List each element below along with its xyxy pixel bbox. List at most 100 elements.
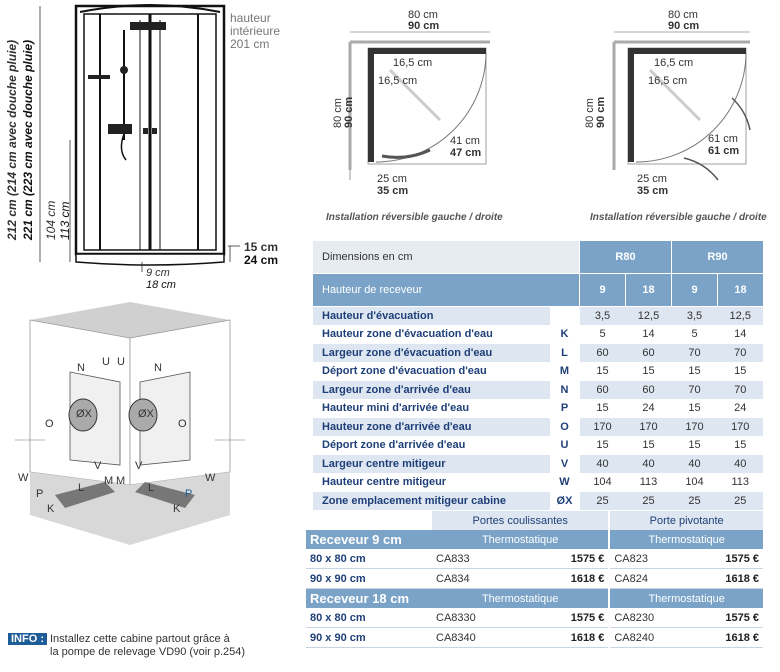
wall-letter-p2: P — [185, 488, 193, 500]
dims-row-value: 70 — [717, 380, 763, 400]
plan-left-d90: 90 cm — [343, 96, 355, 128]
wall-letter-k1: K — [47, 503, 55, 515]
plan-left-caption: Installation réversible gauche / droite — [326, 212, 503, 223]
price-row-code2: CA823 — [608, 549, 693, 569]
plan-left-drawing — [348, 31, 490, 180]
dims-row-value: 113 — [717, 473, 763, 492]
wall-installation-diagram — [15, 302, 245, 545]
price-row-price2: 1575 € — [692, 608, 763, 628]
interior-height-line2: intérieure — [230, 24, 281, 38]
dims-row-value: 3,5 — [671, 306, 718, 326]
price-section-title: Receveur 18 cm — [306, 588, 432, 608]
price-section-sub1: Thermostatique — [432, 588, 610, 608]
dims-row-value: 40 — [579, 454, 626, 474]
dims-row-value: 15 — [625, 362, 672, 381]
plan-left-door41: 41 cm — [450, 135, 480, 147]
dims-row-value: 170 — [717, 417, 763, 437]
price-col-pivot: Porte pivotante — [608, 511, 763, 530]
dims-row-label: Hauteur mini d'arrivée d'eau — [313, 399, 550, 418]
dims-row-value: 170 — [579, 417, 626, 437]
dims-row-value: 25 — [717, 491, 763, 511]
dims-receveur-value: 18 — [625, 273, 672, 307]
dims-row-letter: N — [549, 380, 580, 400]
dims-row-value: 15 — [625, 436, 672, 455]
wall-letter-m1: M — [104, 475, 114, 487]
dims-row-value: 60 — [625, 343, 672, 363]
dims-row-label: Largeur zone d'évacuation d'eau — [313, 343, 550, 363]
price-col-sliding: Portes coulissantes — [432, 511, 610, 530]
dims-row-letter: K — [549, 325, 580, 344]
dims-row-label: Déport zone d'arrivée d'eau — [313, 436, 550, 455]
dimensions-table: Dimensions en cm R80 R90 Hauteur de rece… — [313, 241, 763, 511]
wall-letter-m2: M — [116, 475, 126, 487]
dims-receveur-value: 18 — [717, 273, 763, 307]
dims-row-label: Déport zone d'évacuation d'eau — [313, 362, 550, 381]
interior-height-line1: hauteur — [230, 11, 271, 25]
drain-18-label: 18 cm — [146, 279, 176, 291]
interior-height-line3: 201 cm — [230, 37, 270, 51]
plan-left-door47: 47 cm — [450, 147, 482, 159]
base-15-label: 15 cm — [244, 240, 279, 254]
dims-row-value: 15 — [671, 399, 718, 418]
dims-row-value: 70 — [717, 343, 763, 363]
wall-letter-ox1: ØX — [76, 408, 92, 420]
price-row-size: 80 x 80 cm — [306, 608, 432, 628]
dims-row-letter: O — [549, 417, 580, 437]
dims-row-value: 70 — [671, 380, 718, 400]
plan-right-door61b: 61 cm — [708, 145, 740, 157]
wall-letter-n1: N — [77, 362, 85, 374]
dims-row-label: Largeur centre mitigeur — [313, 454, 550, 474]
plan-right-w80: 80 cm — [668, 9, 698, 21]
dims-row-value: 25 — [671, 491, 718, 511]
plan-left-w80: 80 cm — [408, 9, 438, 21]
height-104-label: 104 cm — [44, 200, 58, 240]
plan-right-b35: 35 cm — [637, 185, 669, 197]
price-row-size: 80 x 80 cm — [306, 549, 432, 569]
dims-row-label: Hauteur zone d'arrivée d'eau — [313, 417, 550, 437]
plan-right-drawing — [612, 31, 751, 181]
dims-row-value: 3,5 — [579, 306, 626, 326]
plan-right-d90: 90 cm — [595, 96, 607, 128]
wall-letter-l1: L — [78, 482, 85, 494]
dims-row-value: 15 — [579, 362, 626, 381]
dims-row-letter: L — [549, 343, 580, 363]
price-row-code2: CA824 — [608, 568, 693, 589]
dims-receveur-value: 9 — [579, 273, 626, 307]
wall-letter-v1: V — [94, 460, 102, 472]
plan-left-w90: 90 cm — [408, 20, 440, 32]
dims-receveur-value: 9 — [671, 273, 718, 307]
dims-group-r80: R80 — [579, 241, 672, 274]
plan-right-caption: Installation réversible gauche / droite — [590, 212, 767, 223]
height-221-label: 221 cm (223 cm avec douche pluie) — [21, 39, 35, 240]
dims-row-value: 12,5 — [625, 306, 672, 326]
plan-right-door61a: 61 cm — [708, 133, 738, 145]
base-24-label: 24 cm — [244, 253, 279, 267]
wall-letter-w2: W — [205, 472, 216, 484]
height-212-label: 212 cm (214 cm avec douche pluie) — [5, 39, 19, 240]
price-section-sub2: Thermostatique — [608, 530, 763, 549]
drain-9-label: 9 cm — [146, 267, 170, 279]
price-row-price1: 1575 € — [525, 549, 610, 569]
info-line1: Installez cette cabine partout grâce à — [50, 633, 230, 645]
plan-left-offset2: 16,5 cm — [378, 75, 418, 87]
price-row-code1: CA833 — [432, 549, 526, 569]
plan-right-w90: 90 cm — [668, 20, 700, 32]
dims-row-label: Hauteur d'évacuation — [313, 306, 550, 326]
info-line2: la pompe de relevage VD90 (voir p.254) — [50, 646, 246, 658]
dims-row-value: 24 — [625, 399, 672, 418]
info-note: INFO :Installez cette cabine partout grâ… — [8, 633, 245, 659]
wall-letter-u2: U — [117, 356, 125, 368]
price-row-price2: 1575 € — [692, 549, 763, 569]
dims-row-value: 5 — [579, 325, 626, 344]
dims-row-label: Zone emplacement mitigeur cabine — [313, 491, 550, 511]
dims-group-r90: R90 — [671, 241, 763, 274]
